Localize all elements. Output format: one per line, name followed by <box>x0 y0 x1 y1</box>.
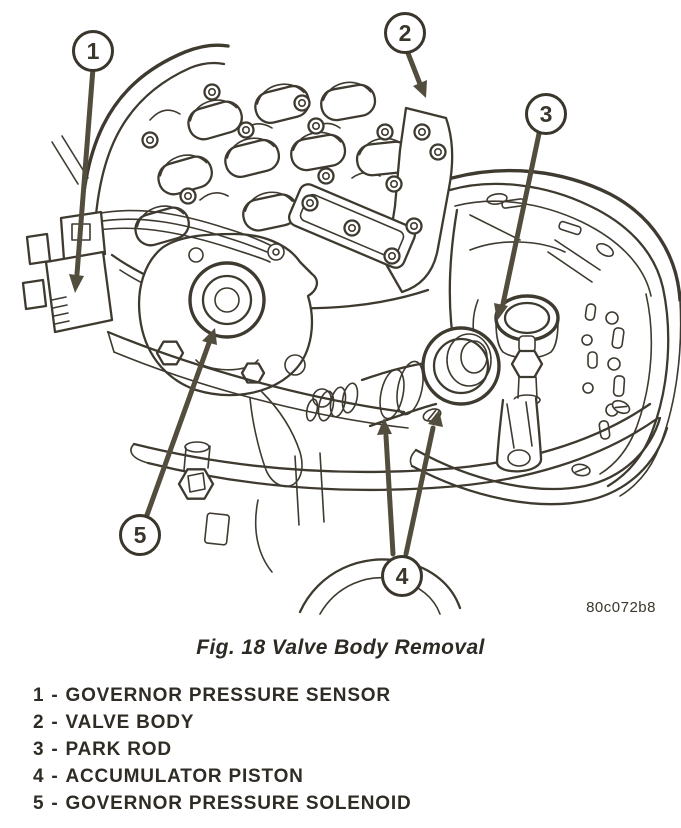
legend-separator: - <box>51 739 59 760</box>
legend-item-5: 5-GOVERNOR PRESSURE SOLENOID <box>33 790 411 817</box>
sensor-wiring-harness-drawing <box>95 209 285 263</box>
legend-item-number: 5 <box>33 793 45 814</box>
callout-2-valve-body: 2 <box>384 12 426 54</box>
separator-plate-drawing <box>106 330 409 488</box>
arrowhead-3 <box>494 303 508 321</box>
legend-item-label: VALVE BODY <box>65 712 195 733</box>
valve-body-drawing <box>78 43 454 319</box>
legend-item-number: 1 <box>33 685 45 706</box>
arrowhead-5 <box>202 328 217 345</box>
oil-pan-rim-drawing <box>130 402 660 492</box>
legend-separator: - <box>51 793 59 814</box>
legend-separator: - <box>51 766 59 787</box>
arrow-5 <box>144 340 212 518</box>
callout-5-governor-pressure-solenoid: 5 <box>119 514 161 556</box>
callout-1-governor-pressure-sensor: 1 <box>72 30 114 72</box>
callout-3-park-rod: 3 <box>525 93 567 135</box>
governor-pressure-sensor-drawing <box>21 135 114 334</box>
arrow-4b <box>403 425 436 557</box>
figure-legend: 1-GOVERNOR PRESSURE SENSOR 2-VALVE BODY … <box>33 682 411 817</box>
arrowhead-1 <box>69 274 84 293</box>
hex-bolt-drawing <box>177 441 215 500</box>
legend-item-label: GOVERNOR PRESSURE SENSOR <box>65 685 391 706</box>
legend-item-number: 3 <box>33 739 45 760</box>
figure-caption: Fig. 18 Valve Body Removal <box>196 636 485 659</box>
legend-separator: - <box>51 712 59 733</box>
callout-4-accumulator-piston: 4 <box>381 555 423 597</box>
accumulator-piston-drawing <box>305 326 501 428</box>
legend-item-3: 3-PARK ROD <box>33 736 411 763</box>
case-bracket-drawing <box>495 396 543 473</box>
arrowhead-4b <box>428 410 443 427</box>
governor-pressure-solenoid-drawing <box>137 232 319 397</box>
legend-item-number: 4 <box>33 766 45 787</box>
legend-item-4: 4-ACCUMULATOR PISTON <box>33 763 411 790</box>
figure-part-code: 80c072b8 <box>586 599 656 616</box>
stud-bolt-drawing <box>510 335 544 406</box>
legend-item-label: PARK ROD <box>65 739 172 760</box>
arrow-1 <box>74 65 96 277</box>
technical-illustration <box>21 43 681 615</box>
legend-item-label: GOVERNOR PRESSURE SOLENOID <box>65 793 412 814</box>
legend-item-label: ACCUMULATOR PISTON <box>65 766 304 787</box>
arrow-3 <box>500 126 543 307</box>
arrow-2 <box>403 45 423 87</box>
leader-arrows <box>69 45 543 557</box>
legend-item-2: 2-VALVE BODY <box>33 709 411 736</box>
arrowhead-4a <box>377 418 392 435</box>
legend-item-1: 1-GOVERNOR PRESSURE SENSOR <box>33 682 411 709</box>
legend-item-number: 2 <box>33 712 45 733</box>
legend-separator: - <box>51 685 59 706</box>
arrow-4a <box>383 433 396 557</box>
arrowhead-2 <box>413 80 427 98</box>
